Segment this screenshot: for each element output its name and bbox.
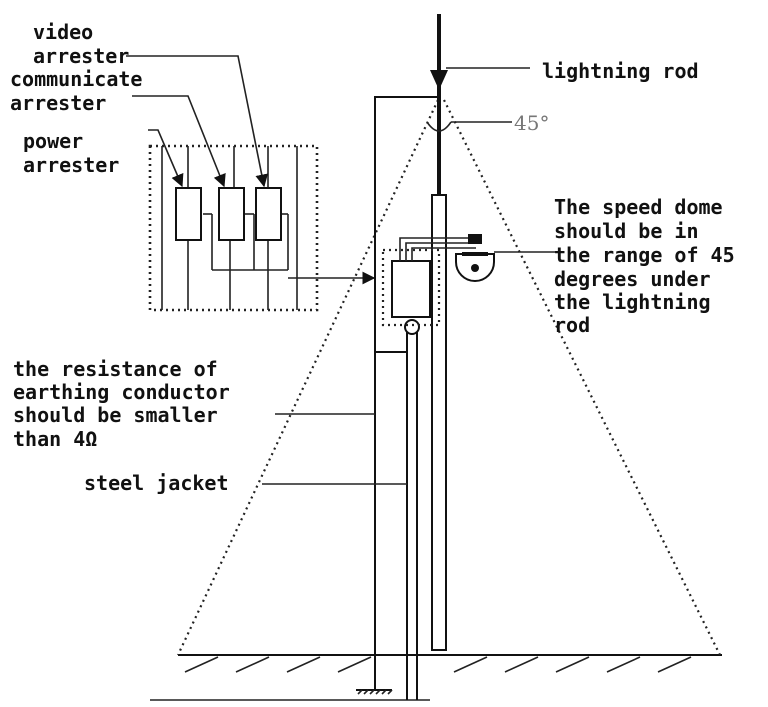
arrester-wiring xyxy=(161,146,376,310)
speed-dome-note-line-6: rod xyxy=(554,313,590,337)
protection-cone xyxy=(177,99,721,656)
power-arrester-label-line-1: power xyxy=(23,129,83,153)
speed-dome-note-line-2: should be in xyxy=(554,219,699,243)
video-arrester-leader xyxy=(126,55,269,188)
angle-label: 45° xyxy=(514,111,549,135)
communicate-arrester-label-line-2: arrester xyxy=(10,91,106,115)
power-arrester-label-line-2: arrester xyxy=(23,153,119,177)
earthing-note-line-2: earthing conductor xyxy=(13,380,230,404)
power-arrester-leader xyxy=(148,129,184,188)
pole-arrester-box xyxy=(381,237,476,327)
speed-dome xyxy=(455,234,495,282)
lightning-rod-arrow-icon xyxy=(430,70,448,90)
leader-lines xyxy=(126,55,556,485)
speed-dome-note-line-1: The speed dome xyxy=(554,195,723,219)
pole-body xyxy=(431,194,447,651)
text-labels: video arrester communicate arrester powe… xyxy=(10,20,735,495)
pole-arrester-unit xyxy=(391,260,431,318)
power-arrester-unit xyxy=(175,187,202,241)
earthing-note-line-3: should be smaller xyxy=(13,403,218,427)
pole xyxy=(431,194,447,651)
ground-hatching xyxy=(184,656,692,673)
earthing-note-line-4: than 4Ω xyxy=(13,427,97,451)
cable-gland-icon xyxy=(404,319,420,335)
speed-dome-note-line-3: the range of 45 xyxy=(554,243,735,267)
dome-cable-2 xyxy=(405,242,476,261)
earthing-conductor xyxy=(374,96,439,690)
dome-cable-1 xyxy=(399,237,476,261)
video-arrester-unit xyxy=(255,187,282,241)
steel-jacket-label: steel jacket xyxy=(84,471,229,495)
communicate-arrester-leader xyxy=(132,95,226,188)
speed-dome-note-line-4: degrees under xyxy=(554,267,711,291)
video-arrester-label-line-2: arrester xyxy=(33,44,129,68)
steel-jacket xyxy=(404,319,420,700)
dome-cable-3 xyxy=(411,247,476,261)
cone-right-edge xyxy=(443,99,721,656)
earthing-conductor-line xyxy=(374,96,439,690)
speed-dome-bracket xyxy=(468,234,482,244)
angle-arc-icon xyxy=(426,121,452,132)
speed-dome-note-line-5: the lightning xyxy=(554,290,711,314)
earth-electrode-hatching xyxy=(357,689,393,695)
video-arrester-label-line-1: video xyxy=(33,20,93,44)
communicate-arrester-unit xyxy=(218,187,245,241)
arrester-detail-enclosure xyxy=(148,144,319,312)
ground xyxy=(150,654,722,701)
speed-dome-lens-icon xyxy=(471,264,479,272)
lightning-rod xyxy=(426,14,452,195)
lightning-rod-label: lightning rod xyxy=(542,59,699,83)
cone-left-edge xyxy=(177,99,439,656)
communicate-arrester-label-line-1: communicate xyxy=(10,67,142,91)
earthing-note-line-1: the resistance of xyxy=(13,357,218,381)
arrester-detail xyxy=(148,144,376,312)
